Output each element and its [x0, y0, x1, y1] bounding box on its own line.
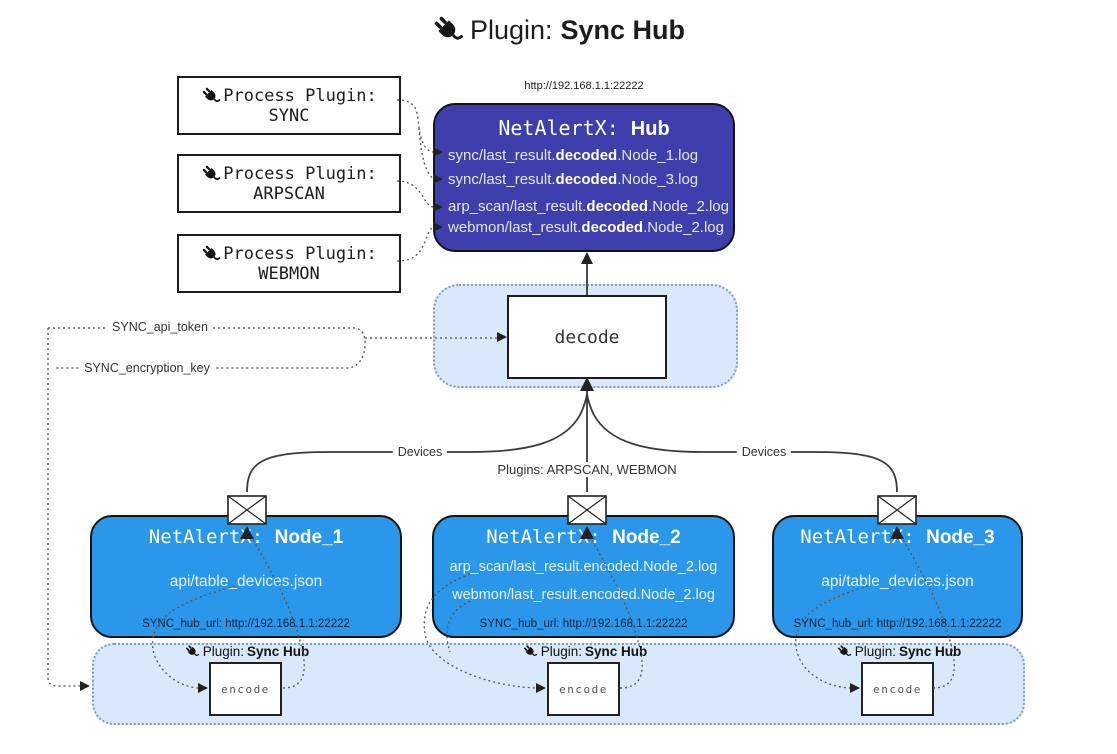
process-plugin-label: Process Plugin: [223, 85, 377, 106]
node-payload: webmon/last_result.encoded.Node_2.log [452, 587, 715, 603]
plug-icon [201, 85, 222, 106]
encoder-label: Plugin:Sync Hub [836, 644, 961, 659]
node-title: NetAlertX: Node_1 [148, 526, 344, 548]
sync-api-token-label: SYNC_api_token [107, 320, 213, 334]
node-title: NetAlertX: Node_2 [486, 526, 681, 548]
hub-log-line: arp_scan/last_result.decoded.Node_2.log [448, 198, 729, 215]
node-hub-url: SYNC_hub_url: http://192.168.1.1:22222 [793, 618, 1002, 630]
devices-left-label: Devices [392, 445, 448, 459]
encode-box: encode [861, 662, 934, 716]
plug-icon [431, 14, 464, 46]
encoder-label: Plugin:Sync Hub [522, 644, 647, 659]
plug-icon [201, 163, 222, 184]
plug-icon [836, 644, 852, 659]
node-1-box: NetAlertX: Node_1 api/table_devices.json… [90, 515, 402, 638]
node-3-box: NetAlertX: Node_3 api/table_devices.json… [772, 515, 1023, 638]
hub-url: http://192.168.1.1:22222 [524, 80, 644, 92]
hub-box: NetAlertX: Hub sync/last_result.decoded.… [433, 103, 735, 252]
hub-title-name: Hub [630, 118, 670, 140]
node-payload: api/table_devices.json [169, 573, 323, 590]
page-title: Plugin: Sync Hub [0, 14, 1117, 46]
encode-box: encode [547, 662, 620, 716]
plug-icon [201, 243, 222, 264]
node-hub-url: SYNC_hub_url: http://192.168.1.1:22222 [479, 618, 688, 630]
encoder-label: Plugin:Sync Hub [184, 644, 309, 659]
title-name: Sync Hub [560, 14, 686, 45]
plug-icon [184, 644, 200, 659]
node-hub-url: SYNC_hub_url: http://192.168.1.1:22222 [142, 618, 350, 630]
process-plugin-name: ARPSCAN [253, 183, 325, 204]
process-plugin-name: WEBMON [258, 263, 320, 284]
process-plugin-webmon: Process Plugin: WEBMON [177, 234, 401, 293]
encode-box: encode [209, 662, 282, 716]
process-plugin-name: SYNC [268, 105, 310, 126]
hub-title: NetAlertX: Hub [435, 116, 733, 141]
decode-box: decode [507, 295, 667, 379]
hub-log-line: sync/last_result.decoded.Node_3.log [448, 171, 699, 188]
plug-icon [522, 644, 538, 659]
hub-log-line: sync/last_result.decoded.Node_1.log [448, 147, 699, 164]
hub-title-prefix: NetAlertX: [498, 116, 631, 140]
process-plugin-arpscan: Process Plugin: ARPSCAN [177, 154, 401, 213]
node-payload: api/table_devices.json [821, 573, 974, 590]
hub-log-line: webmon/last_result.decoded.Node_2.log [448, 219, 724, 236]
node-payload: arp_scan/last_result.encoded.Node_2.log [449, 559, 718, 575]
process-plugin-sync: Process Plugin: SYNC [177, 76, 401, 135]
process-plugin-label: Process Plugin: [223, 163, 377, 184]
title-prefix: Plugin: [469, 14, 553, 45]
plugins-center-label: Plugins: ARPSCAN, WEBMON [492, 462, 682, 477]
process-plugin-label: Process Plugin: [223, 243, 377, 264]
node-2-box: NetAlertX: Node_2 arp_scan/last_result.e… [432, 515, 735, 638]
devices-right-label: Devices [736, 445, 792, 459]
node-title: NetAlertX: Node_3 [800, 526, 995, 548]
sync-encryption-key-label: SYNC_encryption_key [79, 361, 215, 375]
